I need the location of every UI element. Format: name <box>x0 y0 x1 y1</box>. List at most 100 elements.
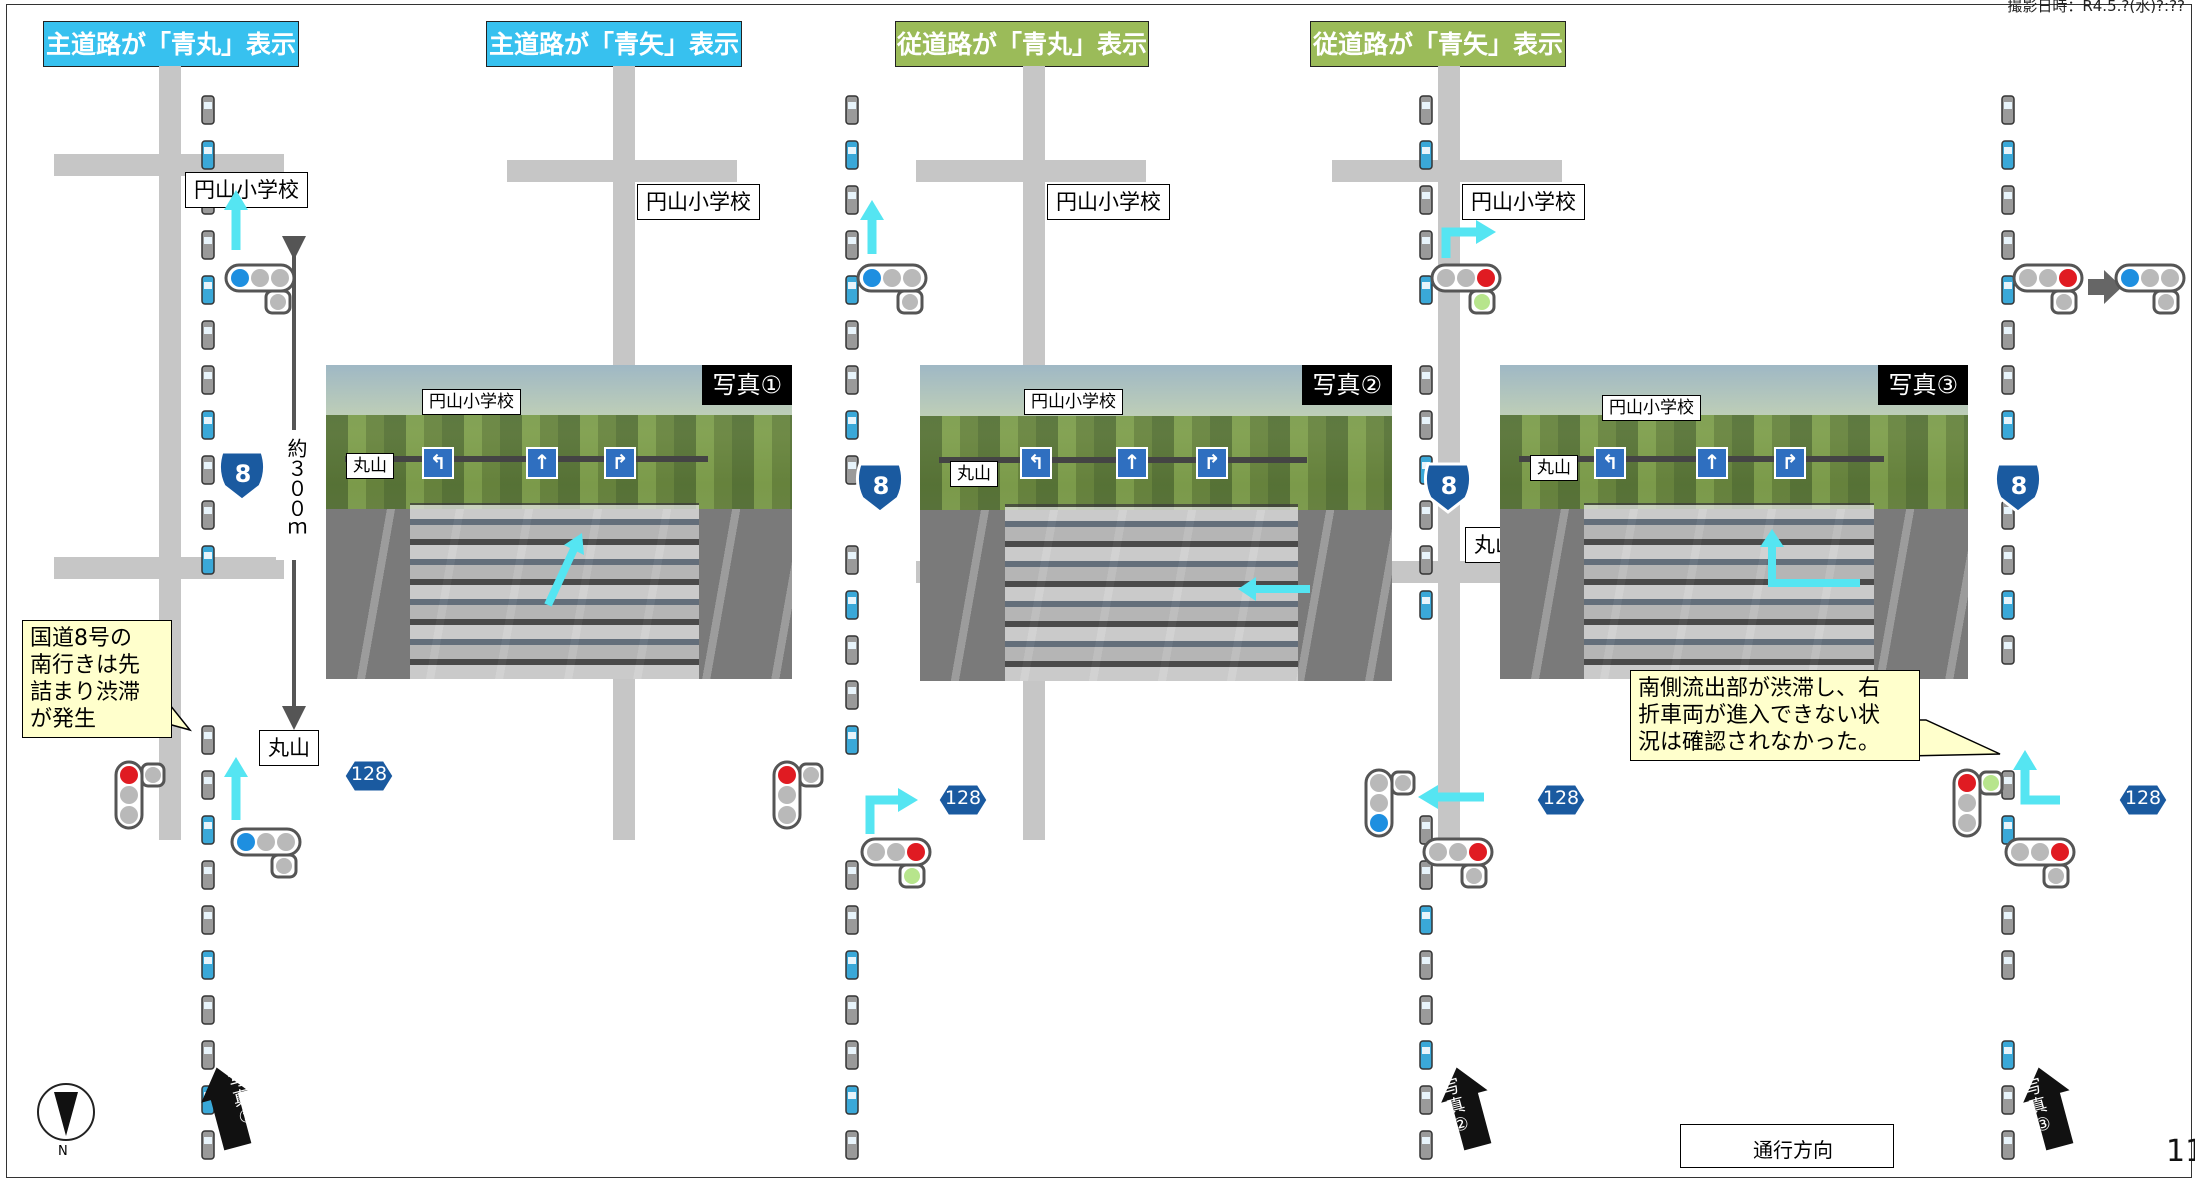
callout-left-line4: が発生 <box>30 707 97 732</box>
queued-car-icon <box>845 725 859 755</box>
queued-car-icon <box>845 410 859 440</box>
photo3-label-maruyama: 丸山 <box>1530 455 1578 481</box>
queued-car-icon <box>1419 140 1433 170</box>
queued-car-icon <box>201 320 215 350</box>
queued-car-icon <box>2001 410 2015 440</box>
transition-arrow-panel4 <box>2088 270 2122 304</box>
queued-car-icon <box>201 770 215 800</box>
queued-car-icon <box>845 95 859 125</box>
flow-arrowhead-west-panel3 <box>1418 785 1438 809</box>
photo2-label-maruyama: 丸山 <box>950 461 998 487</box>
queued-car-icon <box>1419 1085 1433 1115</box>
queued-car-icon <box>845 185 859 215</box>
queued-car-icon <box>2001 185 2015 215</box>
photo-position-marker-2 <box>1441 1067 1492 1151</box>
queued-car-icon <box>1419 95 1433 125</box>
queued-car-icon <box>2001 635 2015 665</box>
queued-car-icon <box>845 275 859 305</box>
queued-car-icon <box>1419 275 1433 305</box>
queued-car-icon <box>2001 275 2015 305</box>
queued-car-icon <box>1419 905 1433 935</box>
queued-car-icon <box>2001 140 2015 170</box>
route8-number-panel4: 8 <box>2010 472 2028 500</box>
queued-car-icon <box>845 905 859 935</box>
photo1-label-maruyama: 丸山 <box>346 453 394 479</box>
sign-straight-icon: ↑ <box>1116 447 1148 479</box>
flow-arrow-uturn-panel4 <box>2020 768 2060 805</box>
queued-car-icon <box>845 635 859 665</box>
road-north-cross-panel3 <box>916 160 1146 182</box>
route128-shield-panel2 <box>936 782 990 818</box>
photo-tag-2: 写真② <box>1302 365 1392 405</box>
photo-tag-1: 写真① <box>702 365 792 405</box>
queued-car-icon <box>201 905 215 935</box>
route128-number-panel2: 128 <box>944 787 982 809</box>
route128-shield-panel4 <box>2116 782 2170 818</box>
route128-number-panel4: 128 <box>2124 787 2162 809</box>
callout-no-blocking: 南側流出部が渋滞し、右 折車両が進入できない状 況は確認されなかった。 <box>1630 670 1920 761</box>
photo2-label-elementary: 円山小学校 <box>1024 389 1123 415</box>
photo1-flow-arrow <box>544 547 578 607</box>
photo3-label-elementary: 円山小学校 <box>1602 395 1701 421</box>
queued-car-icon <box>2001 950 2015 980</box>
queued-car-icon <box>1419 545 1433 575</box>
signal-north-panel1 <box>224 263 296 315</box>
queued-car-icon <box>1419 185 1433 215</box>
queued-car-icon <box>1419 1040 1433 1070</box>
queued-car-icon <box>1419 590 1433 620</box>
sign-right-turn-icon: ↱ <box>1196 447 1228 479</box>
route8-shield-panel3 <box>1423 462 1473 514</box>
flow-arrowhead-north-right-panel3 <box>1476 220 1496 244</box>
queued-car-icon <box>201 860 215 890</box>
queued-car-icon <box>2001 320 2015 350</box>
road-route128-panel1 <box>54 557 284 579</box>
queued-car-icon <box>201 1040 215 1070</box>
signal-west-panel4 <box>1952 768 2004 838</box>
queued-car-icon <box>201 815 215 845</box>
queued-car-icon <box>845 230 859 260</box>
label-maruyama-panel1: 丸山 <box>259 730 319 766</box>
sign-right-turn-icon: ↱ <box>604 447 636 479</box>
queued-car-icon <box>845 1130 859 1160</box>
route8-shield-panel2 <box>855 462 905 514</box>
label-maruyama-elementary-panel4: 円山小学校 <box>1462 184 1585 220</box>
signal-north-next-panel4 <box>2114 263 2186 315</box>
queued-car-icon <box>845 320 859 350</box>
route8-shield-panel4 <box>1993 462 2043 514</box>
route128-number-panel3: 128 <box>1542 787 1580 809</box>
queued-car-icon <box>201 275 215 305</box>
queued-car-icon <box>1419 500 1433 530</box>
callout-congestion-south: 国道8号の 南行きは先 詰まり渋滞 が発生 <box>22 620 172 738</box>
callout-left-line3: 詰まり渋滞 <box>30 680 141 705</box>
queued-car-icon <box>2001 545 2015 575</box>
signal-west-panel1 <box>114 760 166 830</box>
photo1-label-elementary: 円山小学校 <box>422 389 521 415</box>
queued-car-icon <box>845 590 859 620</box>
photo-position-marker-3 <box>2023 1067 2074 1151</box>
signal-south-panel4 <box>2004 837 2076 889</box>
capture-datetime: 撮影日時：R4.5.?(水)?:?? <box>2007 0 2185 15</box>
route8-number-panel3: 8 <box>1440 472 1458 500</box>
queued-car-icon <box>845 140 859 170</box>
queued-car-icon <box>845 680 859 710</box>
flow-arrow-right-turn-panel2 <box>865 795 900 834</box>
figure-frame: 撮影日時：R4.5.?(水)?:?? <box>6 0 2192 1178</box>
queued-car-icon <box>1419 950 1433 980</box>
queued-car-icon <box>201 230 215 260</box>
flow-arrowhead-uturn-panel4 <box>2013 750 2037 770</box>
road-route8-panel4 <box>1438 66 1460 840</box>
signal-south-panel2 <box>860 837 932 889</box>
flow-arrowhead-right-turn-panel2 <box>898 788 918 812</box>
queued-car-icon <box>201 500 215 530</box>
north-arrow-icon <box>37 1083 95 1141</box>
queued-car-icon <box>2001 590 2015 620</box>
queued-car-icon <box>201 545 215 575</box>
photo-2: ↰ ↑ ↱ 写真② 円山小学校 丸山 <box>920 365 1392 681</box>
queued-car-icon <box>2001 815 2015 845</box>
route128-shield-panel3 <box>1534 782 1588 818</box>
label-maruyama-elementary-panel2: 円山小学校 <box>637 184 760 220</box>
road-north-cross-panel4 <box>1332 160 1562 182</box>
queued-car-icon <box>2001 365 2015 395</box>
signal-south-panel3 <box>1422 837 1494 889</box>
